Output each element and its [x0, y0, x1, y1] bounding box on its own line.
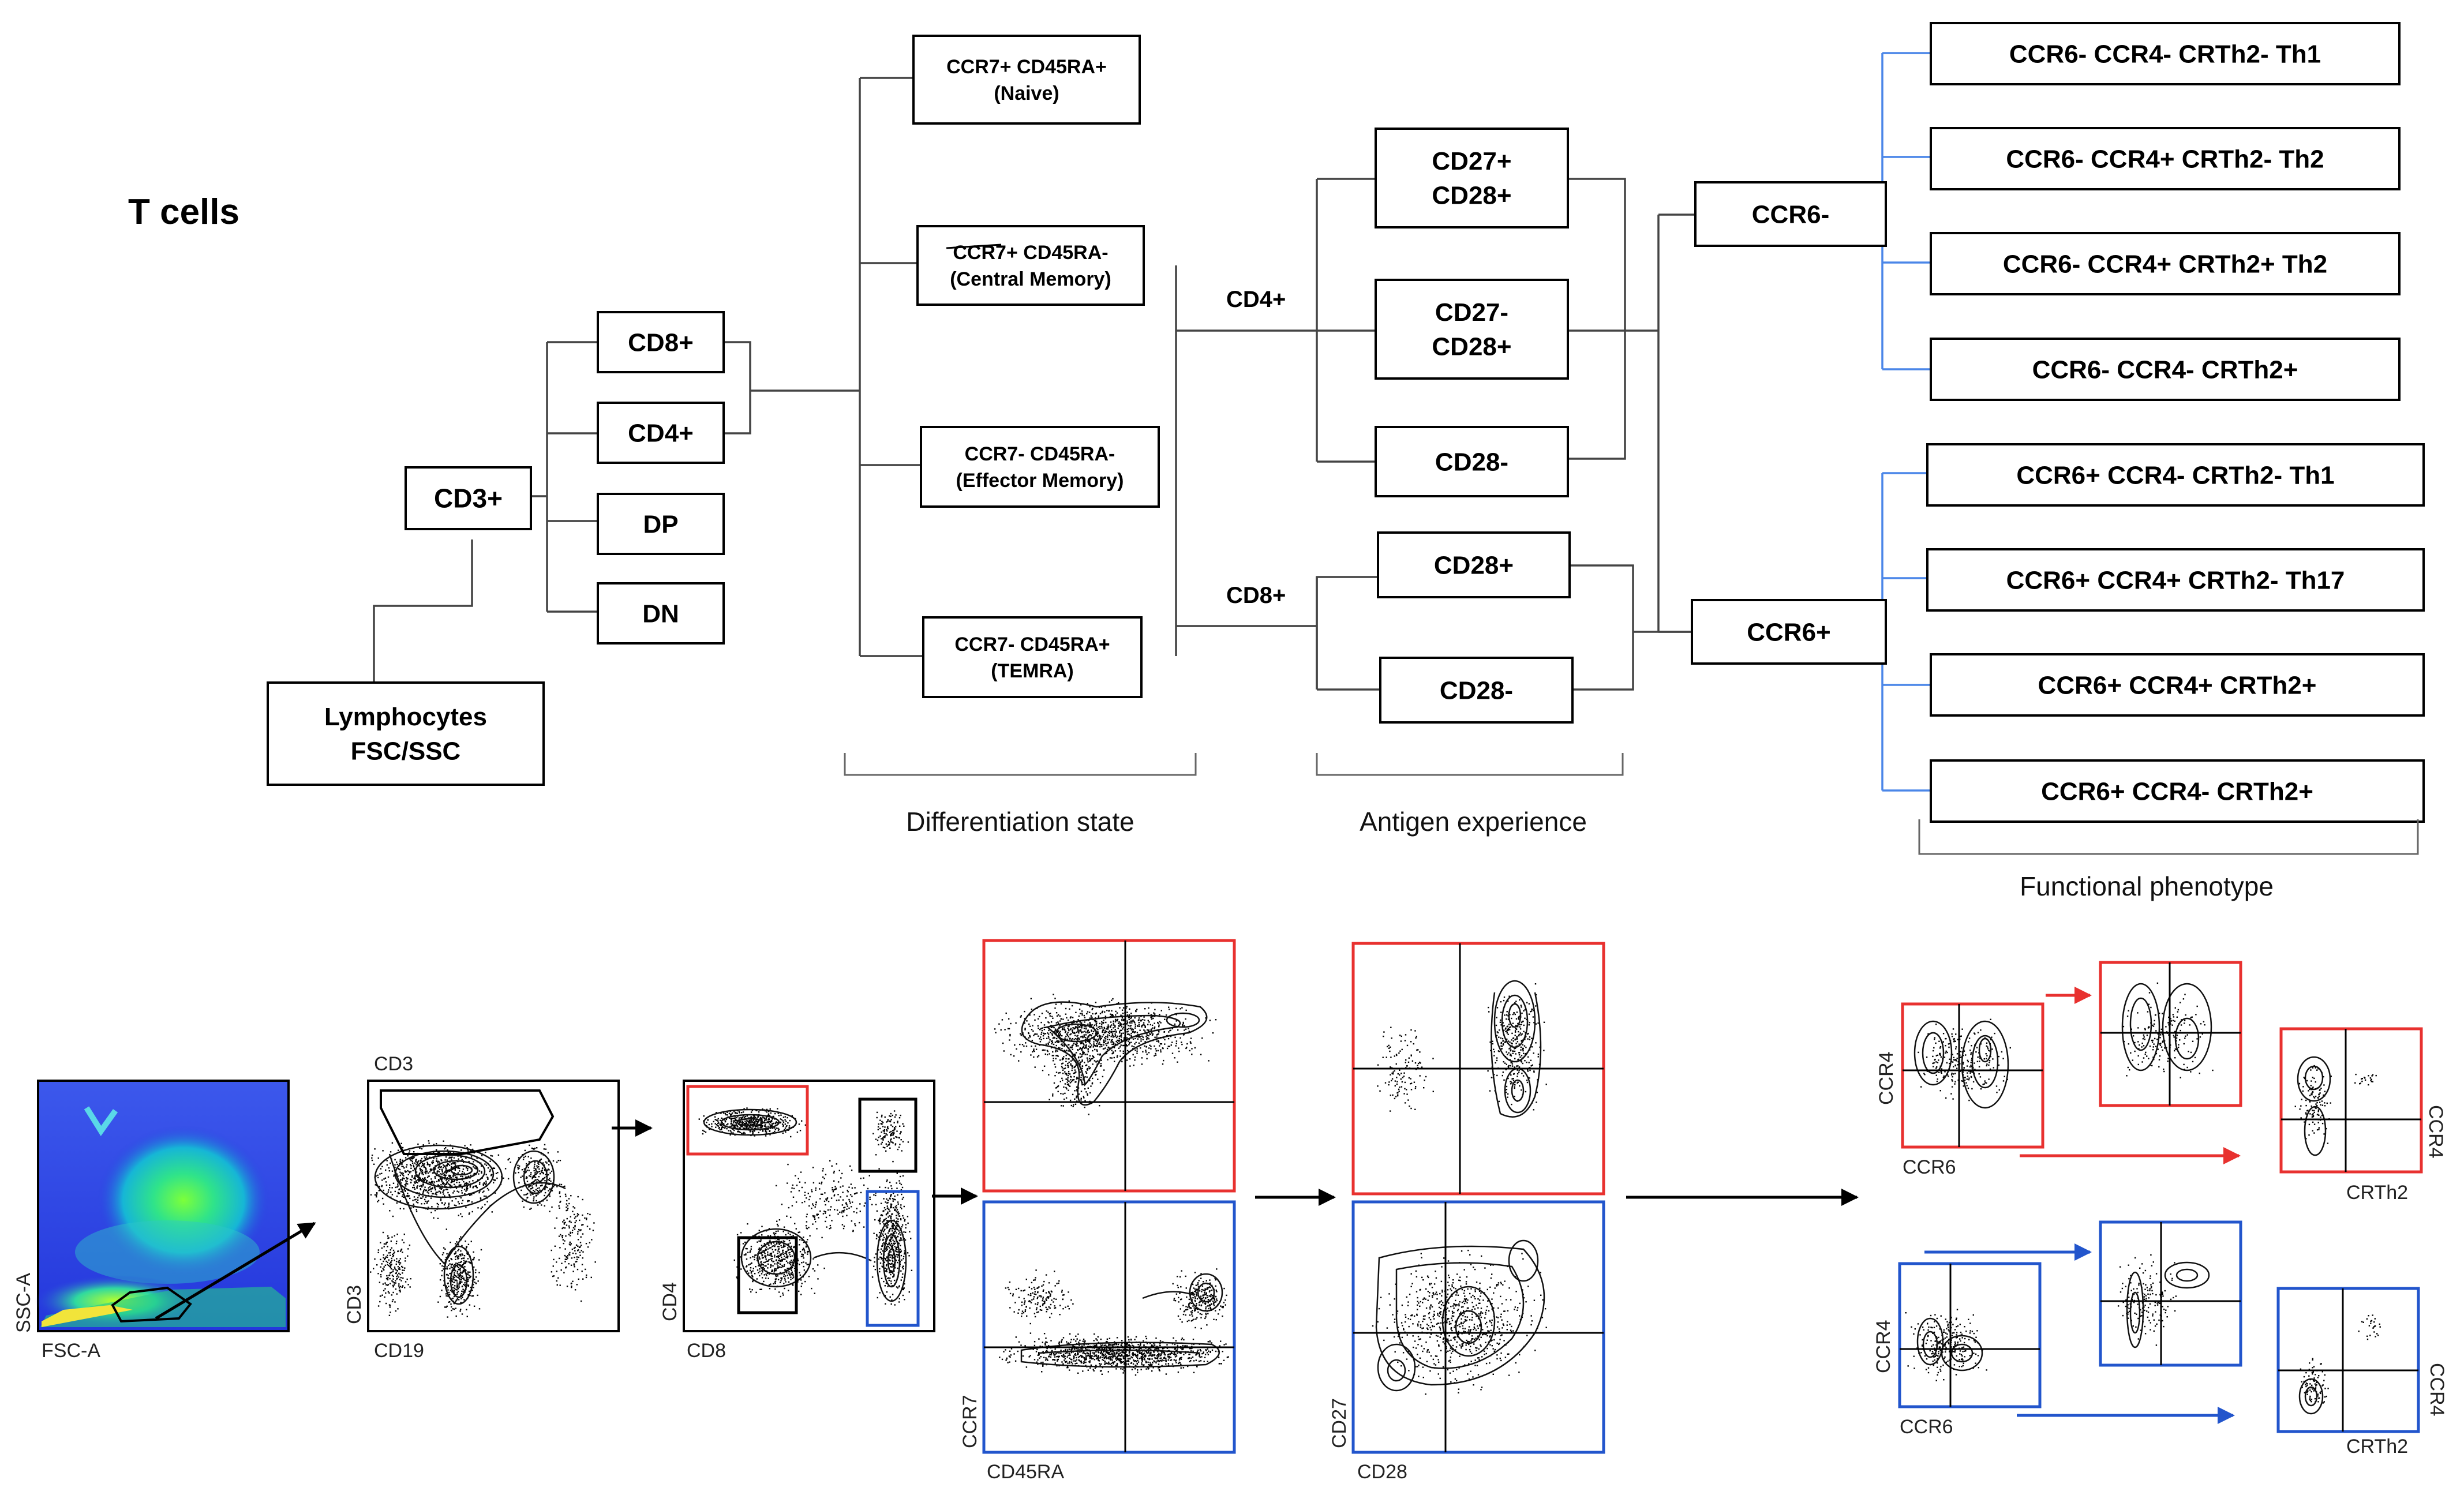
node-cd27cd28-line-2: CD28+ [1432, 182, 1511, 210]
node-dn: DN [598, 583, 724, 643]
node-f3: CCR6- CCR4+ CRTh2+ Th2 [1931, 233, 2399, 294]
functional-connectors [1865, 53, 1931, 790]
node-f2-line-1: CCR6- CCR4+ CRTh2- Th2 [2006, 145, 2324, 173]
stage-label-antigen: Antigen experience [1360, 807, 1587, 837]
node-f6-line-1: CCR6+ CCR4+ CRTh2- Th17 [2006, 566, 2345, 594]
axis-x-ccr6-b: CCR6 [1900, 1416, 1953, 1438]
node-cd3-line-1: CD3+ [434, 484, 503, 514]
node-f1: CCR6- CCR4- CRTh2- Th1 [1931, 23, 2399, 84]
axis-x-cd8: CD8 [687, 1340, 726, 1362]
node-cd27ncd28-line-1: CD27- [1435, 298, 1508, 327]
axis-y-ssc: SSC-A [13, 1273, 35, 1333]
axis-y-ccr4-c: CCR4 [1873, 1320, 1894, 1373]
node-dn-line-1: DN [642, 600, 679, 628]
node-cd27cd28: CD27+ CD28+ [1376, 129, 1568, 227]
plot-cd27-cd28: CD28 CD27 [1328, 943, 1857, 1483]
node-cd4: CD4+ [598, 403, 724, 463]
node-f4: CCR6- CCR4- CRTh2+ [1931, 339, 2399, 400]
node-f8: CCR6+ CCR4- CRTh2+ [1931, 760, 2424, 822]
node-cd8: CD8+ [598, 312, 724, 372]
axis-x-crth2-b: CRTh2 [2346, 1436, 2408, 1457]
node-cd28p-b: CD28+ [1378, 533, 1570, 597]
axis-x-cd19: CD19 [374, 1340, 424, 1362]
node-cd27cd28-line-1: CD27+ [1432, 147, 1511, 175]
plot-cd3-cd19: CD3 CD19 CD3 [343, 1053, 651, 1362]
node-cd8-line-1: CD8+ [628, 328, 694, 357]
node-lymph-line-1: Lymphocytes [324, 703, 487, 731]
plot-ccr6-red-branch: CCR6 CCR4 CRTh2 CC [1875, 962, 2447, 1204]
node-lymph-line-2: FSC/SSC [351, 737, 461, 766]
node-cd28n-b: CD28- [1380, 658, 1572, 722]
axis-x-crth2-a: CRTh2 [2346, 1182, 2408, 1204]
node-f8-line-1: CCR6+ CCR4- CRTh2+ [2041, 777, 2313, 805]
plot-cd4-cd8: CD8 CD4 [659, 1081, 976, 1362]
node-f4-line-1: CCR6- CCR4- CRTh2+ [2032, 355, 2298, 384]
node-f5: CCR6+ CCR4- CRTh2- Th1 [1927, 444, 2424, 505]
node-cd28p-b-line-1: CD28+ [1434, 551, 1514, 579]
node-f6: CCR6+ CCR4+ CRTh2- Th17 [1927, 549, 2424, 610]
node-temra-line-1: CCR7- CD45RA+ [954, 634, 1110, 655]
node-em-line-2: (Effector Memory) [956, 470, 1124, 492]
axis-y-ccr4-b: CCR4 [2425, 1105, 2447, 1159]
flow-plots: FSC-A SSC-A CD3 CD19 CD3 [13, 941, 2448, 1483]
node-temra: CCR7- CD45RA+ (TEMRA) [923, 617, 1141, 697]
node-f1-line-1: CCR6- CCR4- CRTh2- Th1 [2009, 40, 2321, 68]
node-cd27ncd28: CD27- CD28+ [1376, 280, 1568, 379]
node-em: CCR7- CD45RA- (Effector Memory) [921, 427, 1159, 507]
gate-label-cd3: CD3 [374, 1053, 413, 1075]
axis-x-fsc: FSC-A [42, 1340, 100, 1362]
axis-x-cd28: CD28 [1357, 1461, 1407, 1483]
node-cd3: CD3+ [406, 467, 531, 529]
node-cd27ncd28-line-2: CD28+ [1432, 333, 1511, 361]
node-naive-line-2: (Naive) [994, 83, 1059, 104]
figure-title: T cells [128, 192, 239, 232]
axis-x-cd45ra: CD45RA [987, 1461, 1064, 1483]
node-cm: CCR7+ CD45RA- (Central Memory) [918, 226, 1144, 305]
axis-y-cd27: CD27 [1328, 1398, 1350, 1448]
node-f7-line-1: CCR6+ CCR4+ CRTh2+ [2038, 671, 2317, 699]
node-f7: CCR6+ CCR4+ CRTh2+ [1931, 654, 2424, 715]
node-ccr6n: CCR6- [1695, 182, 1886, 246]
node-cd28n-a: CD28- [1376, 427, 1568, 496]
branch-label-cd4: CD4+ [1226, 287, 1286, 312]
node-ccr6p: CCR6+ [1692, 600, 1886, 664]
node-cm-line-1: CCR7+ CD45RA- [953, 242, 1108, 264]
node-em-line-1: CCR7- CD45RA- [965, 443, 1115, 465]
axis-y-ccr7: CCR7 [959, 1395, 981, 1448]
stage-label-differentiation: Differentiation state [906, 807, 1134, 837]
branch-label-cd8: CD8+ [1226, 583, 1286, 608]
node-cd28n-b-line-1: CD28- [1440, 676, 1513, 705]
axis-y-cd3: CD3 [343, 1285, 365, 1324]
axis-y-ccr4-a: CCR4 [1875, 1051, 1897, 1105]
node-temra-line-2: (TEMRA) [991, 660, 1074, 682]
axis-y-ccr4-d: CCR4 [2426, 1363, 2448, 1417]
node-ccr6p-line-1: CCR6+ [1747, 618, 1831, 646]
plot-ccr6-blue-branch: CCR6 CCR4 CRTh2 CCR4 [1873, 1222, 2448, 1457]
node-cd4-line-1: CD4+ [628, 419, 694, 447]
node-dp-line-1: DP [643, 510, 678, 538]
node-dp: DP [598, 494, 724, 554]
node-naive: CCR7+ CD45RA+ (Naive) [913, 36, 1140, 123]
node-f2: CCR6- CCR4+ CRTh2- Th2 [1931, 128, 2399, 189]
node-ccr6n-line-1: CCR6- [1752, 200, 1829, 228]
node-cd28n-a-line-1: CD28- [1435, 448, 1508, 476]
axis-y-cd4: CD4 [659, 1282, 681, 1321]
stage-label-functional: Functional phenotype [2020, 871, 2274, 901]
node-f3-line-1: CCR6- CCR4+ CRTh2+ Th2 [2003, 250, 2327, 278]
node-naive-line-1: CCR7+ CD45RA+ [946, 56, 1107, 78]
node-cm-line-2: (Central Memory) [950, 268, 1111, 290]
axis-x-ccr6-a: CCR6 [1903, 1156, 1956, 1178]
node-f5-line-1: CCR6+ CCR4- CRTh2- Th1 [2016, 461, 2334, 489]
plot-fsc-ssc: FSC-A SSC-A [13, 1081, 314, 1362]
plot-ccr7-cd45ra: CD45RA CCR7 [959, 941, 1334, 1483]
